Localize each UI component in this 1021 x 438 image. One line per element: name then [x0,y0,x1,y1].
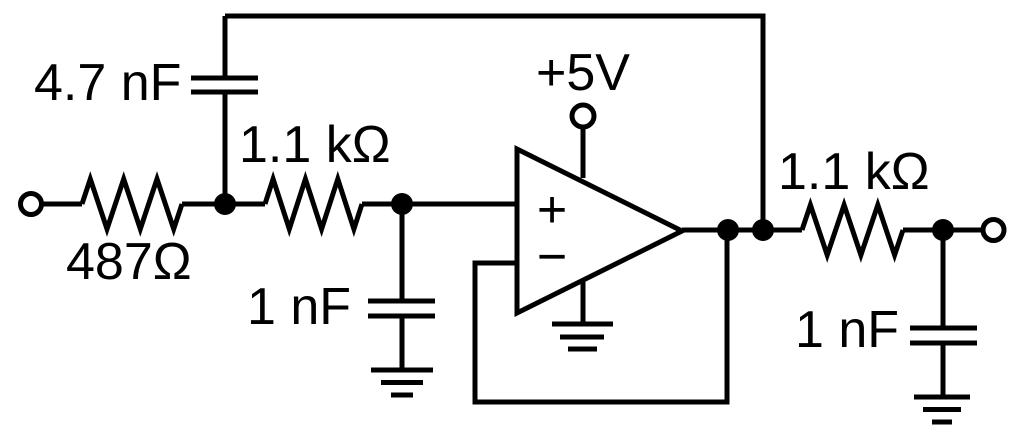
resistor-1.1k-left-symbol [262,170,365,238]
junction-dot [752,219,774,241]
feedback-wire-bottom [472,230,730,405]
label-input-resistor: 487Ω [66,233,192,291]
output-terminal-icon [980,217,1007,243]
opamp-plus-sign: + [537,181,567,239]
label-output-resistor: 1.1 kΩ [778,143,930,201]
label-series-resistor: 1.1 kΩ [239,116,391,174]
supply-terminal-icon [569,102,597,130]
resistor-487-symbol [79,171,185,237]
ground-symbol-left [371,367,433,398]
opamp-triangle [514,144,688,318]
label-feedback-capacitor: 4.7 nF [34,54,182,112]
label-output-shunt-capacitor: 1 nF [795,301,900,359]
resistor-1.1k-right-symbol [799,197,906,263]
ground-symbol-opamp [552,321,613,352]
label-supply-voltage: +5V [536,44,630,102]
junction-dot [214,193,236,215]
junction-dot [932,219,954,241]
feedback-wire-top [225,13,766,230]
ground-symbol-right [914,394,970,425]
junction-dot [717,219,739,241]
input-terminal-icon [18,191,44,217]
opamp-minus-sign: − [537,228,567,286]
junction-dots [214,193,954,241]
label-input-shunt-capacitor: 1 nF [247,278,352,336]
junction-dot [391,193,413,215]
